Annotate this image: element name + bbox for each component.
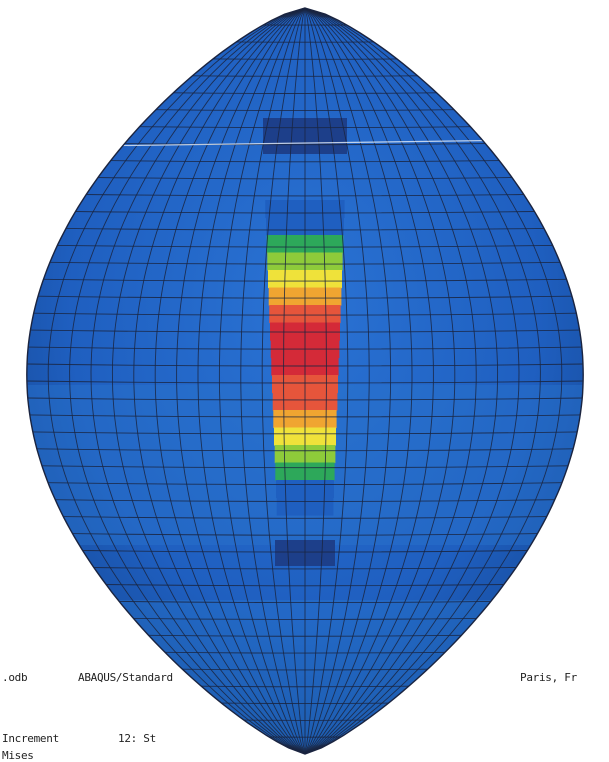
location-label: Paris, Fr bbox=[520, 671, 577, 684]
odb-file-label: .odb bbox=[2, 671, 27, 684]
variable-label: Mises bbox=[2, 749, 34, 762]
increment-value: 12: St bbox=[118, 732, 156, 745]
increment-label: Increment bbox=[2, 732, 59, 745]
solver-version-label: ABAQUS/Standard bbox=[78, 671, 173, 684]
